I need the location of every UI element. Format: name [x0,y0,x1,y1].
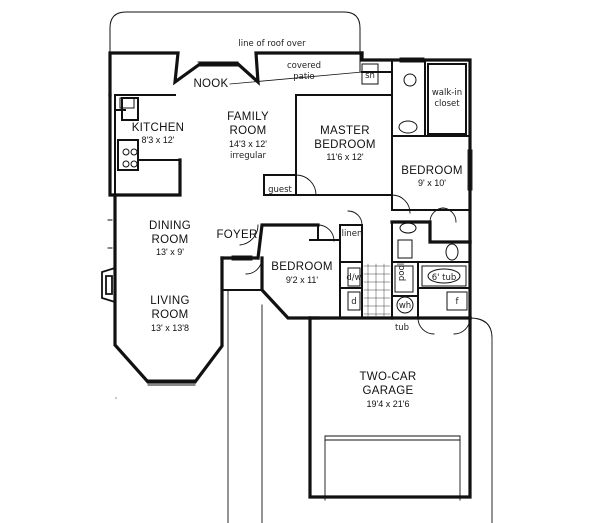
family-room-dim: 14'3 x 12' [229,139,267,149]
family-room-note: irregular [230,151,267,161]
master-bedroom-label-1: MASTER [320,125,370,137]
outer-walls [108,51,472,499]
bedroom-2-dim: 9' x 10' [418,178,446,188]
foyer-label: FOYER [216,229,257,241]
driveway [227,289,493,523]
covered-patio-line-1: covered [287,61,321,71]
nook-label: NOOK [193,78,228,90]
fixtures [119,63,468,314]
patio-line [229,71,363,85]
walkin-label-2: closet [434,99,460,109]
garage-label-2: GARAGE [362,385,413,397]
labels: line of roof over covered patio NOOK FAM… [132,39,463,409]
dining-room-dim: 13' x 9' [156,247,184,257]
kitchen-dim: 8'3 x 12' [142,135,175,145]
roof-note: line of roof over [238,39,306,49]
living-room-label-2: ROOM [152,309,189,321]
dryer-label: d [351,297,356,307]
dining-room-label-2: ROOM [152,234,189,246]
family-room-label-1: FAMILY [227,111,269,123]
garage-dim: 19'4 x 21'6 [367,399,410,409]
linen-label: linen [342,229,363,239]
tub-label: tub [395,323,409,333]
garage-label-1: TWO-CAR [359,371,416,383]
living-room-label-1: LIVING [150,295,190,307]
roof-line [109,11,361,73]
dining-room-label-1: DINING [149,220,191,232]
walkin-label-1: walk-in [432,88,462,98]
family-room-label-2: ROOM [230,125,267,137]
master-bedroom-label-2: BEDROOM [314,139,376,151]
shower-label: sh [365,71,375,81]
door-swings [239,174,471,335]
living-room-dim: 13' x 13'8 [151,323,189,333]
bedroom-3-label: BEDROOM [271,261,333,273]
pool-label: pool [397,263,407,281]
water-heater-label: wh [399,301,411,311]
kitchen-label: KITCHEN [132,122,185,134]
f-label: f [456,297,460,307]
tub-6-label: 6' tub [432,273,457,283]
fireplace [101,266,116,304]
master-bedroom-dim: 11'6 x 12' [326,152,364,162]
dishwasher-label: d/w [346,273,361,283]
covered-patio-line-2: patio [293,72,315,82]
tile-grid [363,263,391,317]
windows [107,57,473,501]
bedroom-2-label: BEDROOM [401,165,463,177]
guest-label: guest [268,185,292,195]
bedroom-3-dim: 9'2 x 11' [286,275,319,285]
interior-walls [114,59,471,319]
